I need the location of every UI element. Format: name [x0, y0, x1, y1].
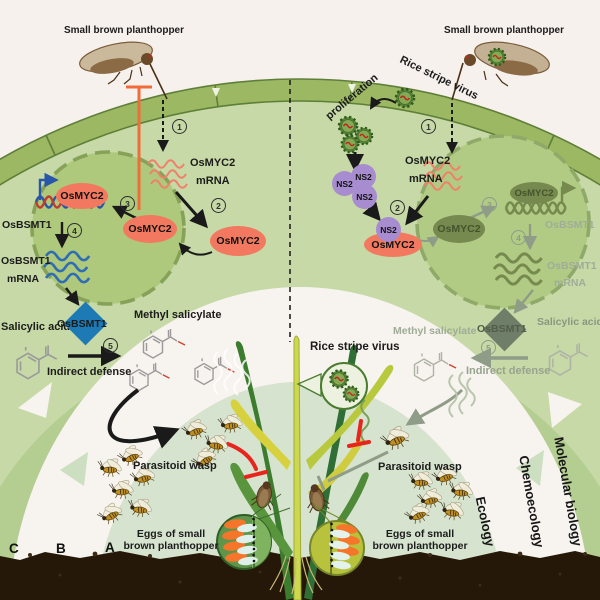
osmyc2-mrna-label-right-1: OsMYC2 [405, 155, 451, 167]
osmyc2-mrna-waves-left [147, 159, 188, 189]
red-inhibition-right [347, 419, 371, 448]
cycle-arrows-green [60, 450, 544, 486]
osmyc2-oval-nucleus-left: OsMYC2 [123, 215, 177, 243]
zone-chemoecology-band [8, 287, 592, 600]
parasitoid-wasp-label-right: Parasitoid wasp [378, 461, 462, 473]
eggs-label-left-2: brown planthopper [123, 539, 219, 552]
proliferation-arrow [369, 96, 397, 110]
eggs-label-right-2: brown planthopper [372, 539, 468, 552]
osmyc2-mrna-waves-right [423, 161, 463, 191]
osbsmt1-mrna-label-right-1: OsBSMT1 [547, 260, 597, 272]
step-1-left: 1 [172, 119, 187, 134]
right-pathway [316, 87, 589, 491]
step-1-right: 1 [421, 119, 436, 134]
yellow-leaf-right [306, 365, 394, 470]
indirect-defense-label-left: Indirect defense [47, 366, 132, 378]
osmyc2-oval-cytoplasm-left: OsMYC2 [210, 226, 266, 256]
planthopper-label-right: Small brown planthopper [444, 25, 565, 36]
gray-block-bar [316, 475, 326, 491]
osbsmt1-mrna-label-right-2: mRNA [554, 277, 587, 289]
green-squiggle [360, 399, 370, 443]
zone-letter-a: A [105, 540, 115, 555]
osbsmt1-gene-label-left: OsBSMT1 [2, 219, 52, 231]
main-stem [293, 335, 302, 600]
ns2-to-complex-arrow [362, 201, 381, 222]
egg-circle-right [309, 499, 365, 576]
zone-letter-c: C [9, 541, 19, 556]
yellow-leaf-left [230, 399, 291, 470]
cell-wall-segment-lines [45, 80, 555, 156]
virus-magnifier [296, 362, 368, 410]
ns2-protein-c: NS2 [352, 184, 377, 209]
step-4-left: 4 [67, 223, 82, 238]
step-5-right: 5 [481, 340, 496, 355]
gray-mrna-waves-right [492, 252, 543, 286]
virus-in-planthopper [487, 47, 507, 67]
osmyc2-oval-nucleus-right: OsMYC2 [433, 215, 485, 243]
eggs-label-left-1: Eggs of small [136, 528, 206, 540]
osmyc2-oval-on-dna-left: OsMYC2 [56, 183, 108, 209]
eggs-label-right-1: Eggs of small [385, 528, 455, 540]
egg-circle-left [216, 493, 291, 570]
gray-arrows-right [327, 205, 538, 483]
osmyc2-oval-on-dna-right: OsMYC2 [510, 182, 558, 204]
left-arrows [54, 191, 213, 367]
osmyc2-mrna-label-left-1: OsMYC2 [190, 157, 236, 169]
mrna-to-complex-arrow [405, 195, 430, 226]
osbsmt1-gene-label-right: OsBSMT1 [545, 219, 595, 231]
methyl-salicylate-label-left: Methyl salicylate [134, 309, 222, 321]
osbsmt1-mrna-label-left-2: mRNA [7, 273, 40, 285]
step-4-right: 4 [511, 230, 526, 245]
eggs-label-right: Eggs of small brown planthopper [364, 528, 476, 553]
step-3-right: 3 [482, 197, 497, 212]
salicylic-acid-label-right: Salicylic acid [537, 316, 600, 328]
osmyc2-mrna-label-left-2: mRNA [196, 175, 230, 187]
step-2-left: 2 [211, 198, 226, 213]
salicylic-acid-label-left: Salicylic acid [1, 321, 71, 333]
red-inhibition-left [226, 442, 268, 479]
attraction-arrow-left [107, 388, 180, 449]
roots [269, 555, 323, 595]
zone-letter-b: B [56, 541, 66, 556]
osbsmt1-mrna-waves-left [42, 250, 91, 284]
osbsmt1-mrna-label-left-1: OsBSMT1 [1, 255, 51, 267]
eggs-label-left: Eggs of small brown planthopper [115, 528, 227, 553]
osbsmt1-enzyme-label-left: OsBSMT1 [57, 318, 107, 330]
planthopper-left [79, 41, 168, 100]
osbsmt1-enzyme-label-right: OsBSMT1 [477, 323, 527, 335]
methyl-salicylate-label-right: Methyl salicylate [393, 325, 477, 337]
orange-inhibition-line [126, 85, 152, 210]
step-3-left: 3 [120, 196, 135, 211]
planthopper-right [451, 41, 550, 101]
planthopper-label-left: Small brown planthopper [64, 25, 185, 36]
volatile-squiggles-left [213, 348, 251, 396]
rice-stripe-virus-label-center: Rice stripe virus [310, 341, 400, 353]
ns2-in-complex: NS2 [376, 217, 401, 242]
step-5-left: 5 [103, 338, 118, 353]
osmyc2-mrna-label-right-2: mRNA [409, 173, 443, 185]
volatile-squiggles-right [448, 371, 476, 418]
cycle-arrows [18, 382, 582, 460]
parasitoid-wasp-label-left: Parasitoid wasp [133, 460, 217, 472]
indirect-defense-label-right: Indirect defense [466, 365, 551, 377]
step-2-right: 2 [390, 200, 405, 215]
